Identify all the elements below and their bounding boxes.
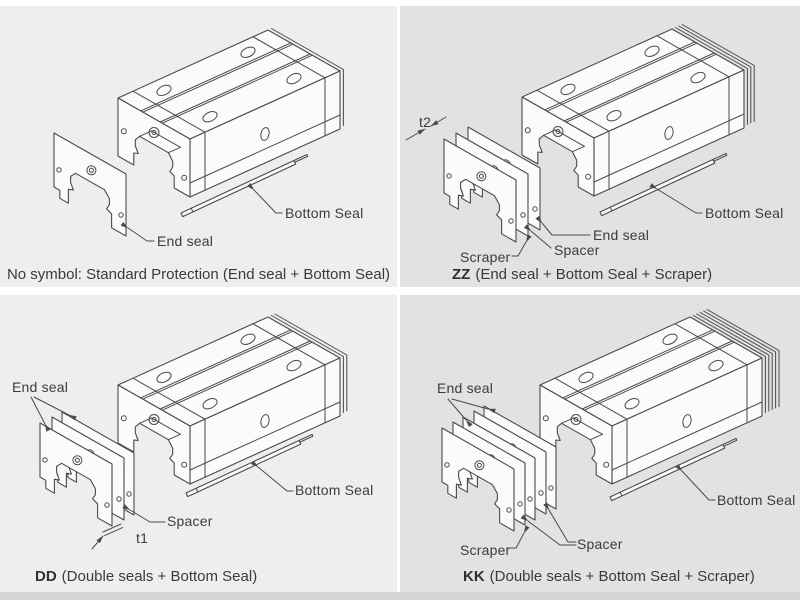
- label-end-seal: End seal: [437, 380, 494, 396]
- end-seal-leader: [33, 396, 77, 421]
- end-seal-leader: [30, 396, 51, 432]
- label-bottom-seal: Bottom Seal: [705, 205, 784, 221]
- caption-text: No symbol: Standard Protection (End seal…: [6, 266, 391, 283]
- label-spacer: Spacer: [577, 536, 623, 552]
- end-seal-leader: [447, 398, 473, 428]
- label-spacer: Spacer: [554, 242, 600, 258]
- label-bottom-seal: Bottom Seal: [285, 205, 364, 221]
- panel-zz: t2 Scraper Spacer End seal Bottom Seal Z…: [400, 6, 800, 287]
- scraper-leader: [511, 234, 532, 257]
- caption-text: (Double seals + Bottom Seal): [61, 568, 258, 585]
- end-seal-leader: [451, 398, 496, 414]
- bottom-seal-leader: [649, 183, 703, 214]
- caption-code: DD: [35, 568, 57, 585]
- label-scraper: Scraper: [460, 542, 511, 558]
- zz-exploded-view: [405, 24, 755, 257]
- t2-dimension-arrow: [405, 128, 426, 141]
- spacer-leader: [122, 504, 166, 523]
- label-end-seal: End seal: [593, 227, 650, 243]
- caption-kk: KK(Double seals + Bottom Seal + Scraper): [463, 568, 755, 585]
- carriage-block: [539, 309, 780, 485]
- caption-text: (End seal + Bottom Seal + Scraper): [475, 266, 713, 283]
- spacer-leader: [523, 224, 552, 249]
- caption-standard: No symbol: Standard Protection (End seal…: [0, 266, 397, 283]
- bottom-seal-leader: [250, 460, 294, 492]
- label-end-seal: End seal: [12, 379, 69, 395]
- panel-kk: End seal Scraper Spacer Bottom Seal KK(D…: [400, 295, 800, 592]
- end-seal-leader: [535, 215, 591, 236]
- carriage-block: [117, 313, 348, 485]
- label-t1: t1: [136, 530, 149, 546]
- label-bottom-seal: Bottom Seal: [717, 492, 796, 508]
- caption-zz: ZZ(End seal + Bottom Seal + Scraper): [452, 266, 712, 283]
- caption-text: (Double seals + Bottom Seal + Scraper): [489, 568, 755, 585]
- bottom-seal-leader: [675, 463, 716, 501]
- label-t2: t2: [419, 114, 432, 130]
- t1-extension-line: [102, 523, 122, 533]
- caption-code: ZZ: [452, 266, 471, 283]
- caption-dd: DD(Double seals + Bottom Seal): [35, 568, 257, 585]
- label-spacer: Spacer: [167, 513, 213, 529]
- label-bottom-seal: Bottom Seal: [295, 482, 374, 498]
- spacer-leader: [520, 514, 577, 546]
- page-bottom-rule: [0, 592, 800, 600]
- t2-dimension-arrow: [430, 116, 447, 127]
- carriage-block: [521, 24, 755, 197]
- label-scraper: Scraper: [460, 249, 511, 265]
- label-end-seal: End seal: [157, 233, 214, 249]
- standard-protection-exploded-view: [53, 28, 344, 242]
- end-seal-leader: [120, 221, 155, 242]
- t1-extension-line: [104, 527, 124, 537]
- scraper-leader: [507, 525, 530, 549]
- kk-exploded-view: [441, 309, 780, 549]
- panel-dd: End seal Spacer t1 Bottom Seal DD(Double…: [0, 295, 397, 592]
- end-seal-plate: [53, 132, 127, 237]
- carriage-block: [117, 28, 344, 198]
- spacer-leader: [543, 502, 577, 543]
- caption-code: KK: [463, 568, 485, 585]
- t1-dimension-arrow: [91, 535, 104, 550]
- panel-standard-protection: End seal Bottom Seal No symbol: Standard…: [0, 6, 397, 287]
- dd-exploded-view: [30, 313, 348, 550]
- bottom-seal-leader: [247, 182, 283, 214]
